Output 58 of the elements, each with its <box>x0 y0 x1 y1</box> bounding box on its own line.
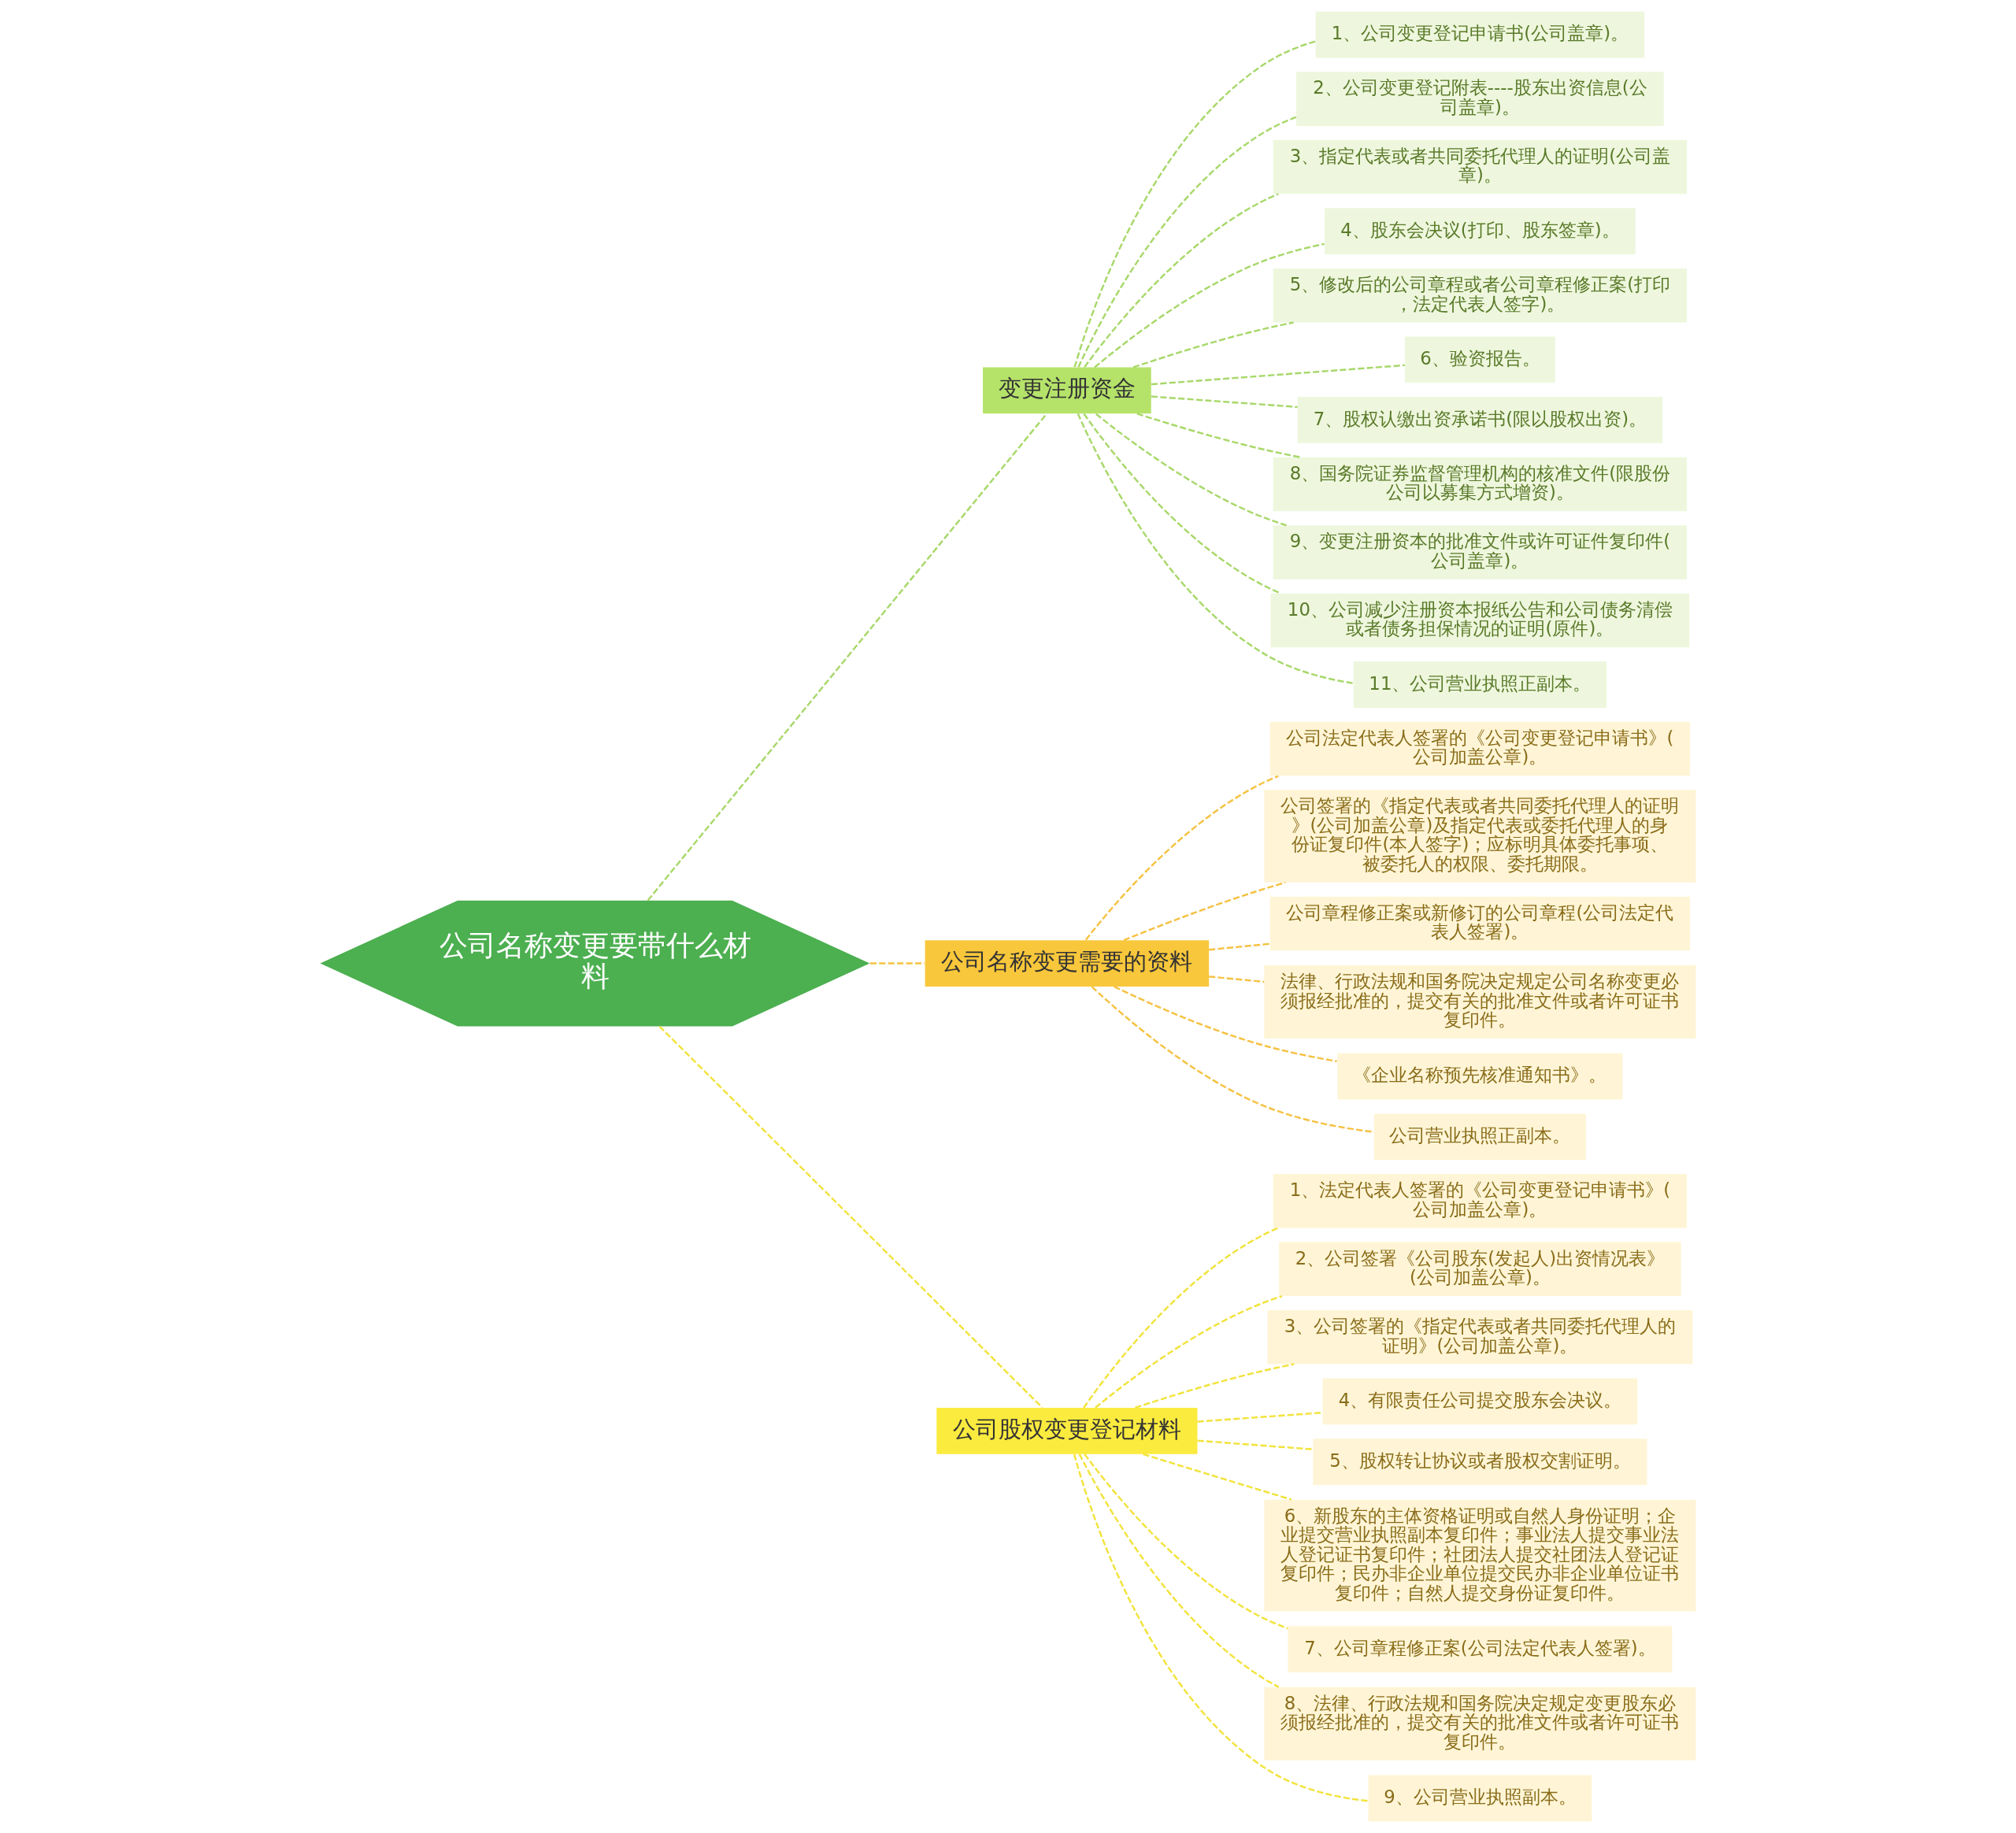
node-box: 3、公司签署的《指定代表或者共同委托代理人的证明》(公司加盖公章)。 <box>1267 1310 1693 1365</box>
node-box: 4、有限责任公司提交股东会决议。 <box>1322 1378 1638 1425</box>
node-box: 公司章程修正案或新修订的公司章程(公司法定代表人签署)。 <box>1269 896 1691 951</box>
node-box: 6、新股东的主体资格证明或自然人身份证明；企业提交营业执照副本复印件；事业法人提交事业法人登记证书复印件；社团法人提交社团法人登记证复印件；民办非企业单位提交民办非企业单位证书复印件；自然人提交身份证复印件。 <box>1264 1499 1696 1612</box>
connector <box>1197 1439 1314 1450</box>
node-box: 6、验资报告。 <box>1404 336 1555 383</box>
node-box: 3、指定代表或者共同委托代理人的证明(公司盖章)。 <box>1273 139 1688 194</box>
connector <box>1084 775 1279 941</box>
connector <box>1083 1227 1278 1409</box>
node-box: 9、公司营业执照副本。 <box>1368 1775 1592 1822</box>
node-box: 4、股东会决议(打印、股东签章)。 <box>1325 208 1636 254</box>
node-box: 7、股权认缴出资承诺书(限以股权出资)。 <box>1297 397 1663 443</box>
node-box: 1、公司变更登记申请书(公司盖章)。 <box>1315 11 1645 58</box>
node-box: 2、公司签署《公司股东(发起人)出资情况表》(公司加盖公章)。 <box>1279 1242 1681 1297</box>
node-box: 10、公司减少注册资本报纸公告和公司债务清偿或者债务担保情况的证明(原件)。 <box>1270 593 1690 648</box>
node-box: 5、修改后的公司章程或者公司章程修正案(打印，法定代表人签字)。 <box>1273 268 1688 323</box>
node-box: 2、公司变更登记附表----股东出资信息(公司盖章)。 <box>1296 72 1664 126</box>
connector <box>1143 1453 1292 1501</box>
connector <box>1123 881 1286 942</box>
connector <box>1209 976 1265 983</box>
node-box: 9、变更注册资本的批准文件或许可证件复印件(公司盖章)。 <box>1273 525 1688 580</box>
node-box: 8、法律、行政法规和国务院决定规定变更股东必须报经批准的，提交有关的批准文件或者许可证书复印件。 <box>1264 1687 1696 1761</box>
node-box: 《企业名称预先核准通知书》。 <box>1337 1053 1623 1100</box>
node-box: 8、国务院证券监督管理机构的核准文件(限股份公司以募集方式增资)。 <box>1273 457 1688 512</box>
connector <box>1151 395 1298 409</box>
connector <box>658 1025 1043 1409</box>
connector <box>1077 116 1297 368</box>
connector <box>1077 413 1354 684</box>
connector <box>1132 321 1294 368</box>
connector <box>1095 413 1287 527</box>
connector <box>1136 413 1300 458</box>
connector <box>1073 40 1316 368</box>
connector <box>1209 942 1270 951</box>
node-box: 公司签署的《指定代表或者共同委托代理人的证明》(公司加盖公章)及指定代表或委托代理人的身份证复印件(本人签字)；应标明具体委托事项、被委托人的权限、委托期限。 <box>1264 790 1696 883</box>
connector <box>1151 364 1405 386</box>
node-box: 公司法定代表人签署的《公司变更登记申请书》(公司加盖公章)。 <box>1269 721 1691 776</box>
node-box: 公司营业执照正副本。 <box>1373 1113 1586 1161</box>
node-box: 公司名称变更需要的资料 <box>925 940 1210 987</box>
connector <box>1135 1363 1295 1409</box>
connector <box>1073 1453 1368 1802</box>
connector <box>1084 1453 1288 1630</box>
node-box: 5、股权转让协议或者股权交割证明。 <box>1313 1439 1647 1485</box>
connector <box>1114 985 1337 1063</box>
connector <box>647 413 1047 902</box>
node-box: 7、公司章程修正案(公司法定代表人签署)。 <box>1288 1626 1673 1673</box>
node-box: 变更注册资金 <box>983 367 1151 414</box>
node-box: 11、公司营业执照正副本。 <box>1353 661 1607 708</box>
connector <box>1083 413 1281 594</box>
connector <box>869 962 925 965</box>
connector <box>1084 193 1279 368</box>
node-box: 1、法定代表人签署的《公司变更登记申请书》(公司加盖公章)。 <box>1273 1174 1688 1228</box>
connector <box>1197 1411 1323 1423</box>
connector <box>1094 243 1325 368</box>
node-box: 公司股权变更登记材料 <box>936 1408 1198 1454</box>
connector <box>1091 986 1374 1133</box>
node-box: 法律、行政法规和国务院决定规定公司名称变更必须报经批准的，提交有关的批准文件或者许可证书复印件。 <box>1264 965 1696 1039</box>
connector <box>1078 1453 1280 1688</box>
connector <box>1095 1295 1283 1409</box>
